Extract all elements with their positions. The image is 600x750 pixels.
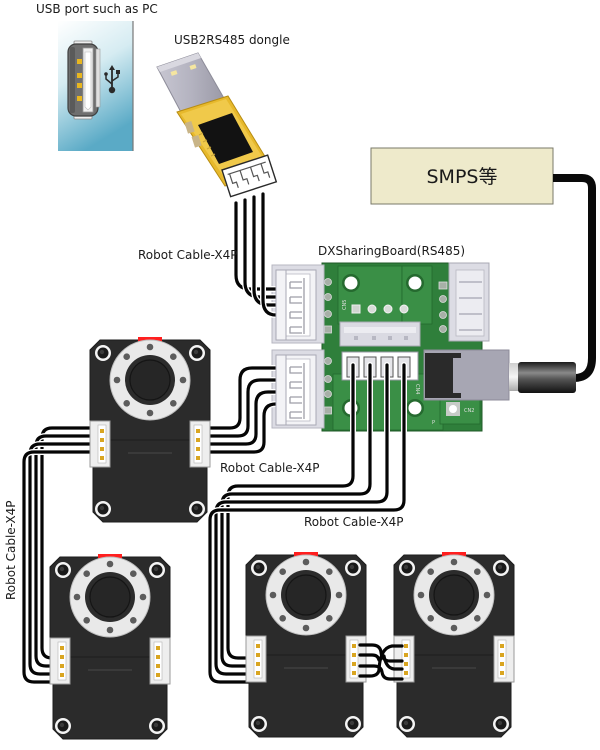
servo-2 — [49, 553, 171, 740]
smps-label: SMPS等 — [427, 166, 498, 188]
dc-jack — [423, 349, 576, 401]
cable-label-board-to-servo1: Robot Cable-X4P — [220, 461, 320, 475]
cable-servo3-to-servo4 — [358, 643, 404, 681]
usb-port-label: USB port such as PC — [36, 2, 158, 16]
usb2rs485-dongle: USB2RS485 dongle — [156, 33, 290, 198]
cable-label-board-to-servo3: Robot Cable-X4P — [304, 515, 404, 529]
servo-1 — [89, 336, 211, 523]
board-connector-right — [448, 262, 490, 342]
cable-dongle-to-board — [233, 191, 281, 318]
usb-port: USB port such as PC — [36, 2, 158, 151]
smps-power-supply: SMPS等 — [370, 147, 554, 205]
cable-label-dongle-to-board: Robot Cable-X4P — [138, 248, 238, 262]
p-silkscreen: P — [432, 420, 435, 426]
servo-4 — [393, 551, 515, 738]
cable-label-servo1-to-servo2: Robot Cable-X4P — [4, 500, 18, 600]
cable-servo1-to-servo2 — [21, 425, 99, 685]
servo-3 — [245, 551, 367, 738]
cn5-silkscreen: CN5 — [342, 300, 348, 310]
sharing-board-label: DXSharingBoard(RS485) — [318, 244, 465, 258]
cn4-silkscreen: CN4 — [414, 384, 420, 394]
dongle-label: USB2RS485 dongle — [174, 33, 290, 47]
power-cable — [553, 174, 596, 382]
cable-board-to-servo1 — [200, 365, 283, 455]
usb-socket — [67, 40, 101, 120]
dxsharingboard: DXSharingBoard(RS485) CN5 — [271, 244, 576, 432]
usb-symbol-icon — [104, 65, 120, 94]
cable-board-to-servo3 — [207, 362, 407, 685]
dc-barrel-plug — [518, 362, 576, 393]
cn2-silkscreen: CN2 — [464, 408, 474, 414]
